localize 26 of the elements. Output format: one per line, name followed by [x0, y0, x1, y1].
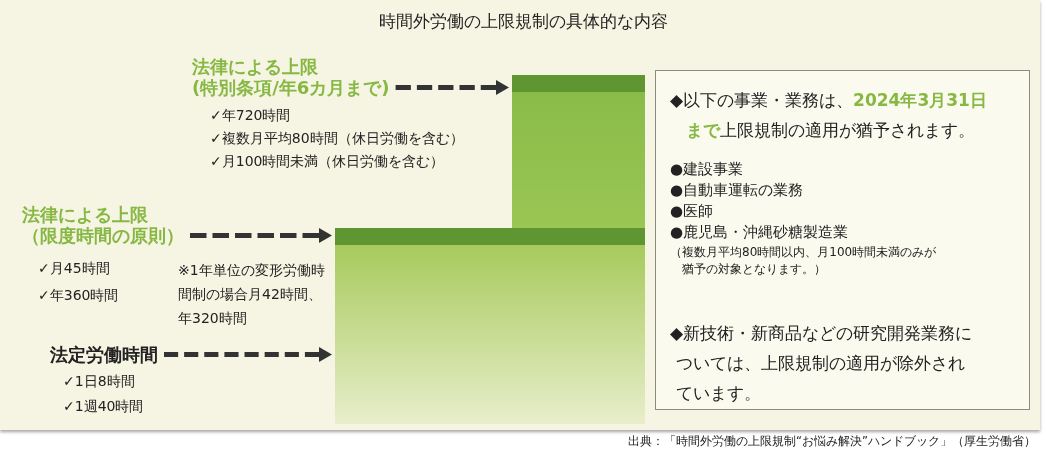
info-box — [655, 70, 1030, 410]
dashed-arrow — [190, 228, 332, 243]
checklist-item: ✓年360時間 — [38, 286, 119, 304]
upper-step-bar — [512, 75, 645, 228]
dashed-arrow — [164, 347, 332, 362]
note-text: ※1年単位の変形労働時間制の場合月42時間、年320時間 — [178, 261, 326, 328]
notice-text: ◆以下の事業・業務は、2024年3月31日まで上限規制の適用が猶予されます。 — [670, 89, 988, 142]
checklist-item: ✓年720時間 — [210, 106, 291, 124]
checklist-item: ✓月45時間 — [38, 259, 110, 277]
checklist-item: ✓1週40時間 — [63, 397, 144, 415]
heading-text: 法律による上限 (特別条項/年6カ月まで) — [192, 56, 390, 98]
notice-text: ◆新技術・新商品などの研究開発業務については、上限規制の適用が除外されています。 — [670, 322, 974, 405]
checklist-item: ✓月100時間未満（休日労働を含む） — [210, 152, 445, 170]
heading-text: 法定労働時間 — [50, 344, 158, 365]
list-item: ●自動車運転の業務 — [670, 180, 805, 201]
heading-text: 法律による上限 （限度時間の原則） — [22, 204, 184, 246]
list-item: ●建設事業 — [670, 159, 745, 180]
source-caption: 出典：「時間外労働の上限規制“お悩み解決”ハンドブック」（厚生労働省） — [628, 433, 1036, 450]
list-item: ●鹿児島・沖縄砂糖製造業 — [670, 222, 850, 243]
checklist-item: ✓1日8時間 — [63, 372, 135, 390]
lower-step-bar — [335, 228, 645, 424]
footnote-text: （複数月平均80時間以内、月100時間未満のみが猶予の対象となります。） — [670, 244, 938, 278]
dashed-arrow — [395, 80, 509, 95]
diagram-title: 時間外労働の上限規制の具体的な内容 — [378, 10, 668, 33]
list-item: ●医師 — [670, 201, 715, 222]
checklist-item: ✓複数月平均80時間（休日労働を含む） — [210, 129, 464, 147]
